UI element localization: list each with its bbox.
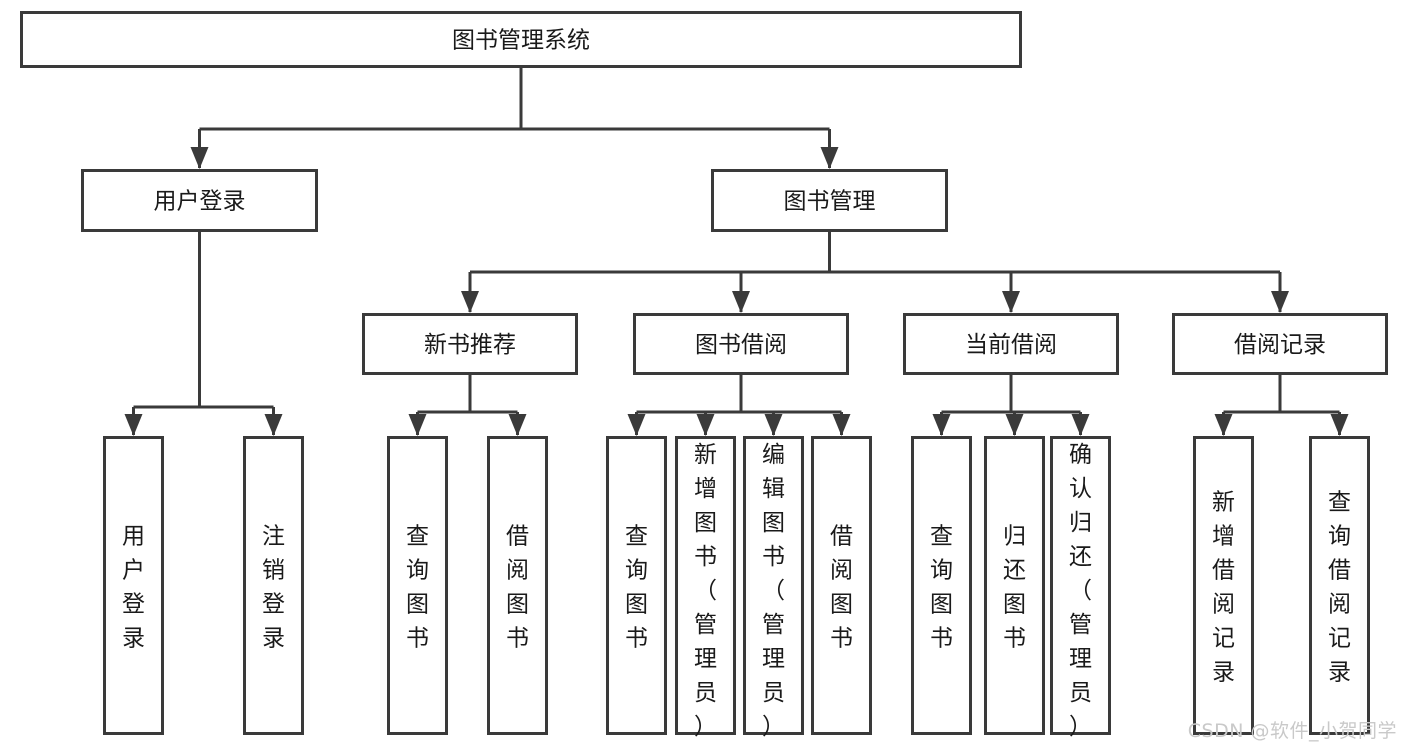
- node-level1-1[interactable]: 图书管理: [711, 169, 948, 232]
- node-label-借阅图书: 借阅图书: [830, 524, 853, 652]
- arrow-head-root-1: [820, 147, 839, 169]
- node-box-图书管理系统[interactable]: [20, 11, 1022, 68]
- node-box-归还图书[interactable]: [984, 436, 1045, 735]
- node-label-查询借阅记录: 查询借阅记录: [1328, 490, 1351, 686]
- node-box-查询图书[interactable]: [387, 436, 448, 735]
- node-box-编辑图书管理员[interactable]: [743, 436, 804, 735]
- node-label-归还图书: 归还图书: [1003, 524, 1026, 652]
- arrow-head-l2-1-2: [764, 414, 783, 436]
- node-box-确认归还管理员[interactable]: [1050, 436, 1111, 735]
- node-level1-0[interactable]: 用户登录: [81, 169, 318, 232]
- node-level2-0[interactable]: 新书推荐: [362, 313, 578, 375]
- node-leaf-3[interactable]: 借阅图书: [487, 436, 548, 735]
- arrow-head-l2-2-2: [1071, 414, 1090, 436]
- node-leaf-4[interactable]: 查询图书: [606, 436, 667, 735]
- node-label-当前借阅: 当前借阅: [965, 332, 1057, 358]
- node-leaf-7[interactable]: 借阅图书: [811, 436, 872, 735]
- arrow-head-bookmgmt-0: [461, 291, 479, 313]
- node-box-用户登录[interactable]: [103, 436, 164, 735]
- node-leaf-9[interactable]: 归还图书: [984, 436, 1045, 735]
- node-level2-2[interactable]: 当前借阅: [903, 313, 1119, 375]
- arrow-head-l2-0-1: [508, 414, 527, 436]
- node-label-新书推荐: 新书推荐: [424, 332, 516, 358]
- node-box-查询图书[interactable]: [911, 436, 972, 735]
- node-box-查询借阅记录[interactable]: [1309, 436, 1370, 735]
- node-box-借阅图书[interactable]: [811, 436, 872, 735]
- arrow-head-bookmgmt-2: [1002, 291, 1020, 313]
- node-label-查询图书: 查询图书: [625, 524, 648, 652]
- node-level2-1[interactable]: 图书借阅: [633, 313, 849, 375]
- node-label-新增借阅记录: 新增借阅记录: [1212, 490, 1235, 686]
- arrow-head-l2-2-0: [932, 414, 951, 436]
- node-label-查询图书: 查询图书: [930, 524, 953, 652]
- arrow-head-l2-3-0: [1214, 414, 1233, 436]
- node-label-查询图书: 查询图书: [406, 524, 429, 652]
- node-root-0[interactable]: 图书管理系统: [20, 11, 1022, 68]
- arrow-head-l2-2-1: [1005, 414, 1024, 436]
- node-leaf-6[interactable]: 编辑图书（管理员）: [743, 436, 804, 741]
- node-label-图书借阅: 图书借阅: [695, 332, 787, 358]
- arrow-head-userlogin-1: [264, 414, 283, 436]
- node-box-图书管理[interactable]: [711, 169, 948, 232]
- node-label-注销登录: 注销登录: [262, 524, 285, 652]
- node-box-图书借阅[interactable]: [633, 313, 849, 375]
- node-box-新书推荐[interactable]: [362, 313, 578, 375]
- node-leaf-2[interactable]: 查询图书: [387, 436, 448, 735]
- node-label-借阅图书: 借阅图书: [506, 524, 529, 652]
- arrow-head-bookmgmt-1: [732, 291, 750, 313]
- connectors-layer: [124, 68, 1349, 436]
- arrow-head-root-0: [190, 147, 209, 169]
- node-level2-3[interactable]: 借阅记录: [1172, 313, 1388, 375]
- node-label-确认归还管理员: 确认归还（管理员）: [1069, 442, 1092, 740]
- arrow-head-bookmgmt-3: [1271, 291, 1289, 313]
- node-label-图书管理: 图书管理: [784, 189, 876, 215]
- node-box-新增借阅记录[interactable]: [1193, 436, 1254, 735]
- node-box-借阅记录[interactable]: [1172, 313, 1388, 375]
- node-box-用户登录[interactable]: [81, 169, 318, 232]
- node-leaf-11[interactable]: 新增借阅记录: [1193, 436, 1254, 735]
- arrow-head-l2-1-0: [627, 414, 646, 436]
- node-box-注销登录[interactable]: [243, 436, 304, 735]
- node-label-图书管理系统: 图书管理系统: [452, 28, 590, 54]
- node-leaf-0[interactable]: 用户登录: [103, 436, 164, 735]
- node-label-用户登录: 用户登录: [122, 524, 145, 652]
- arrow-head-l2-1-1: [696, 414, 715, 436]
- node-leaf-12[interactable]: 查询借阅记录: [1309, 436, 1370, 735]
- node-box-当前借阅[interactable]: [903, 313, 1119, 375]
- node-label-编辑图书管理员: 编辑图书（管理员）: [762, 442, 785, 740]
- node-leaf-8[interactable]: 查询图书: [911, 436, 972, 735]
- node-leaf-5[interactable]: 新增图书（管理员）: [675, 436, 736, 741]
- node-box-借阅图书[interactable]: [487, 436, 548, 735]
- node-leaf-1[interactable]: 注销登录: [243, 436, 304, 735]
- node-box-查询图书[interactable]: [606, 436, 667, 735]
- arrow-head-userlogin-0: [124, 414, 143, 436]
- arrow-head-l2-3-1: [1330, 414, 1349, 436]
- node-leaf-10[interactable]: 确认归还（管理员）: [1050, 436, 1111, 741]
- node-label-用户登录: 用户登录: [154, 189, 246, 215]
- node-label-借阅记录: 借阅记录: [1234, 332, 1326, 358]
- node-label-新增图书管理员: 新增图书（管理员）: [694, 442, 717, 740]
- node-box-新增图书管理员[interactable]: [675, 436, 736, 735]
- arrow-head-l2-0-0: [408, 414, 427, 436]
- arrow-head-l2-1-3: [832, 414, 851, 436]
- nodes-layer: 图书管理系统用户登录图书管理新书推荐图书借阅当前借阅借阅记录用户登录注销登录查询…: [20, 11, 1388, 741]
